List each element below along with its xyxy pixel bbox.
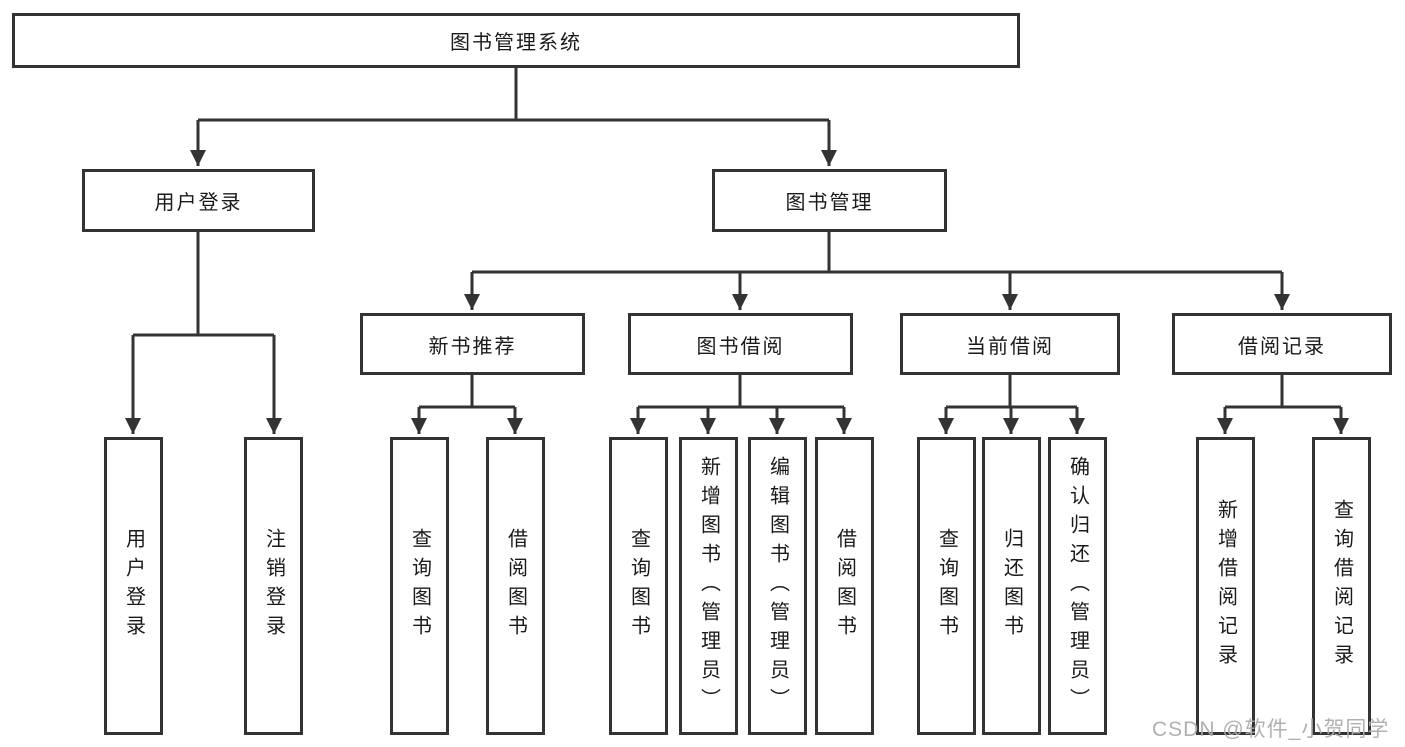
node-new-book-recommend: 新书推荐 [360, 313, 585, 375]
node-book-management: 图书管理 [712, 169, 947, 232]
node-current-confirm-return-admin: 确认归还（管理员） [1048, 437, 1107, 735]
node-recommend-query-books-label: 查询图书 [408, 528, 431, 644]
node-borrow-add-books-admin-label: 新增图书（管理员） [697, 455, 720, 717]
node-borrowing-records-label: 借阅记录 [1238, 335, 1326, 358]
node-root-label: 图书管理系统 [450, 32, 582, 54]
node-borrow-query-books-label: 查询图书 [627, 528, 650, 644]
node-current-return-books: 归还图书 [982, 437, 1041, 735]
node-current-borrowing: 当前借阅 [900, 313, 1120, 375]
node-borrow-borrow-books-label: 借阅图书 [833, 528, 856, 644]
node-records-query-record: 查询借阅记录 [1312, 437, 1371, 735]
node-new-book-recommend-label: 新书推荐 [428, 335, 517, 358]
node-user-login-leaf-label: 用户登录 [122, 528, 145, 644]
node-recommend-query-books: 查询图书 [390, 437, 449, 735]
node-logout-label: 注销登录 [262, 528, 285, 644]
node-book-borrowing: 图书借阅 [628, 313, 853, 375]
node-logout: 注销登录 [244, 437, 303, 735]
node-borrow-query-books: 查询图书 [609, 437, 668, 735]
node-user-login: 用户登录 [82, 169, 315, 232]
node-recommend-borrow-books-label: 借阅图书 [504, 528, 527, 644]
node-root: 图书管理系统 [12, 13, 1020, 68]
node-borrow-edit-books-admin-label: 编辑图书（管理员） [766, 455, 789, 717]
node-book-borrowing-label: 图书借阅 [696, 335, 785, 358]
node-current-query-books-label: 查询图书 [935, 528, 958, 644]
node-borrow-add-books-admin: 新增图书（管理员） [679, 437, 738, 735]
node-records-query-record-label: 查询借阅记录 [1330, 499, 1353, 673]
node-records-add-record: 新增借阅记录 [1196, 437, 1255, 735]
node-current-borrowing-label: 当前借阅 [966, 335, 1054, 358]
csdn-watermark: CSDN @软件_小贺同学 [1152, 718, 1390, 741]
node-recommend-borrow-books: 借阅图书 [486, 437, 545, 735]
node-current-query-books: 查询图书 [917, 437, 976, 735]
node-user-login-leaf: 用户登录 [104, 437, 163, 735]
node-borrowing-records: 借阅记录 [1172, 313, 1392, 375]
node-current-confirm-return-admin-label: 确认归还（管理员） [1066, 455, 1089, 717]
node-book-management-label: 图书管理 [785, 192, 874, 214]
connectors [125, 68, 1349, 434]
node-user-login-label: 用户登录 [154, 192, 243, 214]
node-borrow-borrow-books: 借阅图书 [815, 437, 874, 735]
node-records-add-record-label: 新增借阅记录 [1214, 499, 1237, 673]
node-current-return-books-label: 归还图书 [1000, 528, 1023, 644]
node-borrow-edit-books-admin: 编辑图书（管理员） [748, 437, 807, 735]
